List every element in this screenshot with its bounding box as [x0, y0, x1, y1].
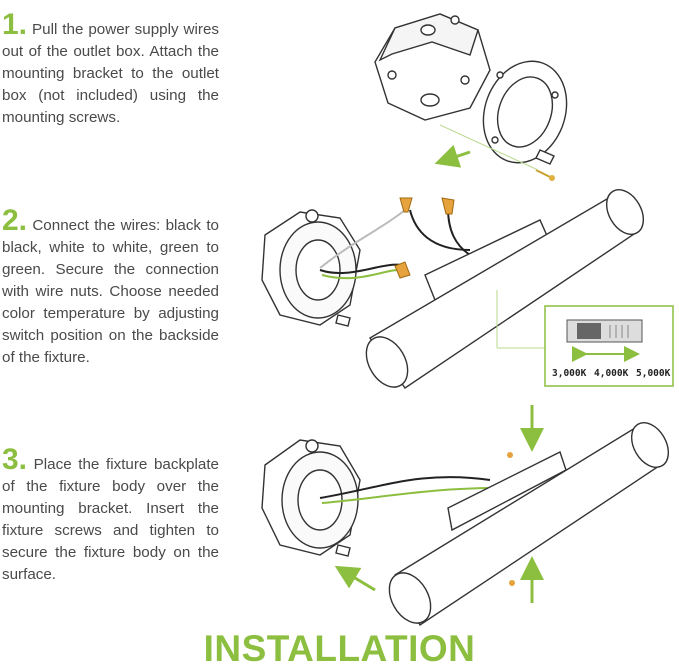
step-text: Pull the power supply wires out of the o… [2, 21, 219, 126]
left-arrow-icon [334, 565, 376, 592]
light-fixture-step2 [365, 189, 645, 389]
step-text: Place the fixture backplate of the fixtu… [2, 456, 219, 583]
cct-label-5000k: 5,000K [636, 368, 671, 379]
mounting-bracket-step1 [482, 60, 568, 165]
fixture-screw-icon [507, 452, 515, 586]
color-temperature-switch-panel [544, 305, 674, 387]
step-number: 2. [2, 204, 28, 237]
cct-label-4000k: 4,000K [594, 368, 629, 379]
outlet-box-step1 [374, 13, 491, 121]
outlet-box-step2 [261, 209, 361, 327]
cct-label-3000k: 3,000K [552, 368, 587, 379]
step-number: 3. [2, 443, 28, 476]
step-1-instructions: 1. Pull the power supply wires out of th… [2, 10, 219, 129]
mounting-screw-icon [535, 169, 555, 181]
step-3-instructions: 3. Place the fixture backplate of the fi… [2, 445, 219, 586]
outlet-box-step3 [261, 439, 361, 557]
page-title: INSTALLATION [203, 628, 476, 669]
wire-nut-icon [394, 197, 455, 279]
wires-step3 [319, 476, 496, 504]
step-number: 1. [2, 8, 28, 41]
light-fixture-step3 [388, 422, 670, 627]
step-text: Connect the wires: black to black, white… [2, 217, 219, 366]
arrow-icon [434, 144, 471, 168]
step-2-instructions: 2. Connect the wires: black to black, wh… [2, 206, 219, 369]
